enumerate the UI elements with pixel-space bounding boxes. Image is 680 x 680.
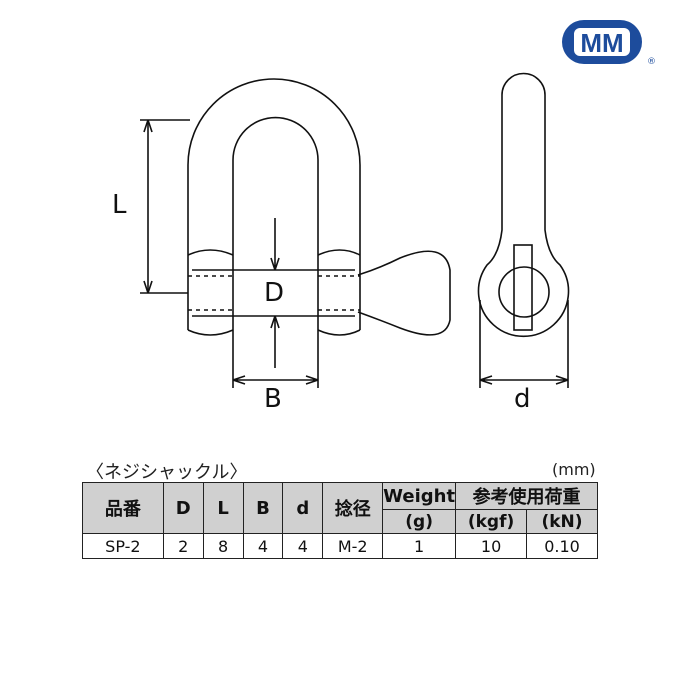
svg-text:MM: MM: [580, 28, 623, 58]
header-D: D: [162, 482, 204, 534]
pin: [192, 269, 355, 317]
header-load: 参考使用荷重: [455, 482, 598, 510]
header-weight-unit: (g): [382, 509, 457, 534]
header-kn: (kN): [526, 509, 598, 534]
header-d: d: [282, 482, 324, 534]
cell-part-no: SP-2: [82, 533, 164, 559]
cell-weight: 1: [382, 533, 457, 559]
cell-B: 4: [242, 533, 284, 559]
wing-nut: [357, 250, 451, 336]
label-B: B: [264, 384, 282, 414]
cell-kn: 0.10: [526, 533, 598, 559]
unit-label: (mm): [552, 460, 596, 479]
shackle-outer: [187, 78, 361, 330]
table-caption: 〈ネジシャックル〉: [86, 462, 248, 483]
shackle-inner: [232, 116, 319, 330]
cell-kgf: 10: [455, 533, 528, 559]
header-L: L: [202, 482, 244, 534]
side-view-body: [477, 72, 570, 338]
spec-table: 品番 D L B d 捻径 Weight 参考使用荷重 (g) (kgf) (k…: [82, 482, 598, 559]
cell-D: 2: [162, 533, 204, 559]
header-part-no: 品番: [82, 482, 164, 534]
cell-thread: M-2: [322, 533, 384, 559]
cell-d: 4: [282, 533, 324, 559]
header-kgf: (kgf): [455, 509, 528, 534]
header-thread: 捻径: [322, 482, 384, 534]
right-eye: [317, 249, 361, 336]
header-B: B: [242, 482, 284, 534]
mm-logo: MM ®: [562, 20, 656, 67]
header-weight: Weight: [382, 482, 457, 510]
svg-text:®: ®: [647, 57, 656, 67]
cell-L: 8: [202, 533, 244, 559]
left-eye: [187, 249, 234, 336]
label-D: D: [264, 278, 285, 308]
table-row: SP-2 2 8 4 4 M-2 1 10 0.10: [82, 533, 598, 559]
label-L: L: [112, 190, 127, 220]
label-d: d: [514, 384, 531, 414]
